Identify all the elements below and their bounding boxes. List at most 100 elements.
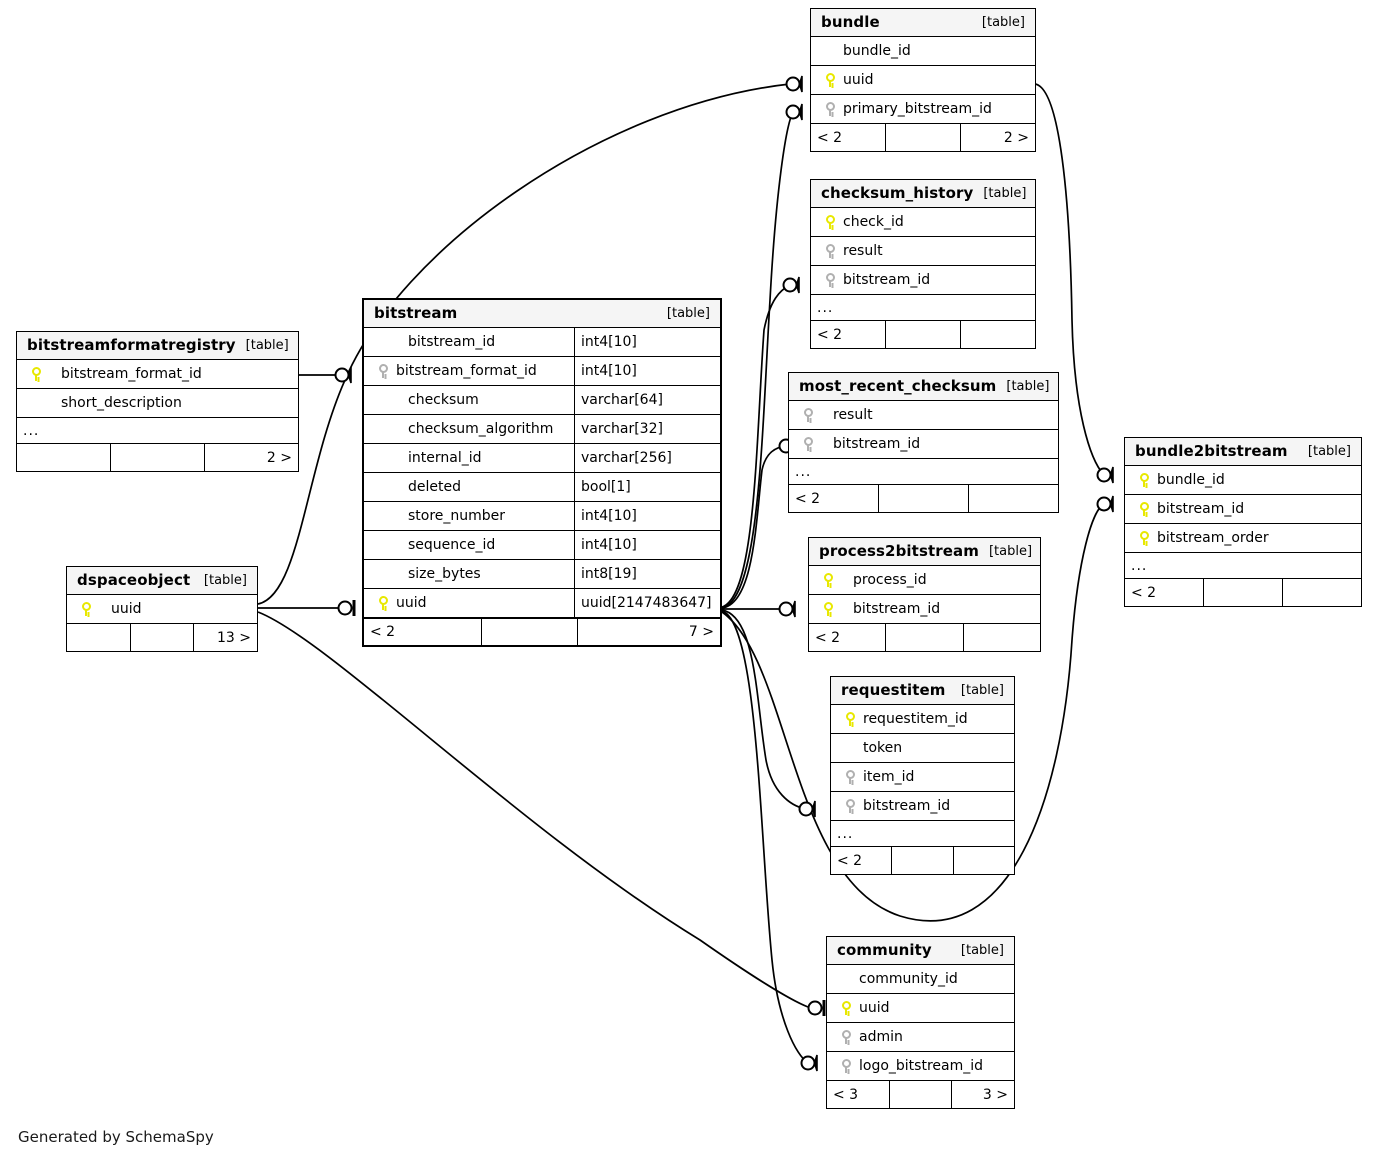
table-row[interactable]: bitstream_id xyxy=(1125,495,1361,524)
table-footer: < 2 xyxy=(811,321,1035,348)
table-row[interactable]: bitstream_id xyxy=(789,430,1058,459)
footer-middle xyxy=(892,847,954,874)
table-bundle2bitstream[interactable]: bundle2bitstream [table] bundle_id bitst… xyxy=(1124,437,1362,607)
table-row[interactable]: short_description xyxy=(17,389,298,418)
column-name: bitstream_id xyxy=(833,436,921,452)
primary-key-icon xyxy=(25,367,47,381)
table-row[interactable]: uuid uuid[2147483647] xyxy=(364,589,720,618)
primary-key-icon xyxy=(835,1001,857,1015)
table-title: bundle2bitstream xyxy=(1135,442,1288,460)
table-row[interactable]: store_number int4[10] xyxy=(364,502,720,531)
column-name: short_description xyxy=(61,395,182,411)
table-row[interactable]: primary_bitstream_id xyxy=(811,95,1035,124)
footer-parents: < 2 xyxy=(1125,579,1204,606)
table-row[interactable]: item_id xyxy=(831,763,1014,792)
table-dspaceobject[interactable]: dspaceobject [table] uuid 13 > xyxy=(66,566,258,652)
table-title: process2bitstream xyxy=(819,542,979,560)
primary-key-icon xyxy=(819,215,841,229)
table-footer: < 2 xyxy=(809,624,1040,651)
foreign-key-icon xyxy=(819,102,841,116)
table-footer: 13 > xyxy=(67,624,257,651)
table-bundle[interactable]: bundle [table] bundle_id uuid primary_bi… xyxy=(810,8,1036,152)
column-name: token xyxy=(863,740,903,756)
generated-by-label: Generated by SchemaSpy xyxy=(18,1128,214,1146)
footer-middle xyxy=(482,619,578,645)
table-title: requestitem xyxy=(841,681,946,699)
table-row[interactable]: bitstream_id xyxy=(811,266,1035,295)
table-row[interactable]: bundle_id xyxy=(811,37,1035,66)
table-row[interactable]: bitstream_format_id xyxy=(17,360,298,389)
table-row[interactable]: bitstream_id xyxy=(831,792,1014,821)
table-row[interactable]: internal_id varchar[256] xyxy=(364,444,720,473)
footer-middle xyxy=(879,485,969,512)
table-footer: < 2 2 > xyxy=(811,124,1035,151)
foreign-key-icon xyxy=(835,1059,857,1073)
table-row[interactable]: bitstream_id xyxy=(809,595,1040,624)
table-row[interactable]: deleted bool[1] xyxy=(364,473,720,502)
footer-children: 2 > xyxy=(1003,129,1029,146)
column-type: int4[10] xyxy=(574,531,720,559)
table-title: checksum_history xyxy=(821,184,974,202)
table-header: bundle2bitstream [table] xyxy=(1125,438,1361,466)
footer-parents: < 2 xyxy=(811,321,886,348)
table-row[interactable]: checksum_algorithm varchar[32] xyxy=(364,415,720,444)
table-header: community [table] xyxy=(827,937,1014,965)
table-title: community xyxy=(837,941,932,959)
table-header: bitstream [table] xyxy=(364,300,720,328)
foreign-key-icon xyxy=(797,437,819,451)
column-name: checksum xyxy=(408,392,479,408)
table-bitstreamformatregistry[interactable]: bitstreamformatregistry [table] bitstrea… xyxy=(16,331,299,472)
footer-middle xyxy=(890,1081,953,1108)
table-row[interactable]: checksum varchar[64] xyxy=(364,386,720,415)
column-name: requestitem_id xyxy=(863,711,968,727)
table-row[interactable]: uuid xyxy=(811,66,1035,95)
table-row[interactable]: result xyxy=(789,401,1058,430)
table-row[interactable]: check_id xyxy=(811,208,1035,237)
column-name: primary_bitstream_id xyxy=(843,101,992,117)
table-row[interactable]: bundle_id xyxy=(1125,466,1361,495)
table-row[interactable]: uuid xyxy=(67,595,257,624)
table-checksum-history[interactable]: checksum_history [table] check_id result… xyxy=(810,179,1036,349)
table-row[interactable]: admin xyxy=(827,1023,1014,1052)
footer-parents: < 2 xyxy=(811,124,886,151)
column-name: admin xyxy=(859,1029,903,1045)
table-requestitem[interactable]: requestitem [table] requestitem_id token… xyxy=(830,676,1015,875)
foreign-key-icon xyxy=(797,408,819,422)
table-process2bitstream[interactable]: process2bitstream [table] process_id bit… xyxy=(808,537,1041,652)
table-header: bitstreamformatregistry [table] xyxy=(17,332,298,360)
table-row[interactable]: logo_bitstream_id xyxy=(827,1052,1014,1081)
table-type-tag: [table] xyxy=(1307,443,1351,459)
column-type: int4[10] xyxy=(574,357,720,385)
table-row[interactable]: bitstream_order xyxy=(1125,524,1361,553)
table-row[interactable]: size_bytes int8[19] xyxy=(364,560,720,589)
table-row[interactable]: token xyxy=(831,734,1014,763)
table-row[interactable]: community_id xyxy=(827,965,1014,994)
table-community[interactable]: community [table] community_id uuid admi… xyxy=(826,936,1015,1109)
table-row[interactable]: bitstream_format_id int4[10] xyxy=(364,357,720,386)
column-name: check_id xyxy=(843,214,904,230)
column-name: bitstream_id xyxy=(853,601,941,617)
table-title: bitstreamformatregistry xyxy=(27,336,236,354)
table-header: requestitem [table] xyxy=(831,677,1014,705)
table-row[interactable]: sequence_id int4[10] xyxy=(364,531,720,560)
footer-middle xyxy=(131,624,195,651)
primary-key-icon xyxy=(817,573,839,587)
footer-parents: < 2 xyxy=(809,624,887,651)
column-name: uuid xyxy=(396,595,427,611)
foreign-key-icon xyxy=(839,799,861,813)
table-row[interactable]: process_id xyxy=(809,566,1040,595)
column-name: checksum_algorithm xyxy=(408,421,554,437)
table-row[interactable]: result xyxy=(811,237,1035,266)
table-bitstream[interactable]: bitstream [table] bitstream_id int4[10] … xyxy=(362,298,722,647)
table-title: bundle xyxy=(821,13,880,31)
footer-children: 2 > xyxy=(266,449,292,466)
table-row[interactable]: requestitem_id xyxy=(831,705,1014,734)
footer-children xyxy=(961,321,1035,348)
primary-key-icon xyxy=(1133,502,1155,516)
table-most-recent-checksum[interactable]: most_recent_checksum [table] result bits… xyxy=(788,372,1059,513)
table-row[interactable]: bitstream_id int4[10] xyxy=(364,328,720,357)
footer-parents xyxy=(67,624,131,651)
table-row[interactable]: uuid xyxy=(827,994,1014,1023)
column-type: int4[10] xyxy=(574,328,720,356)
footer-middle xyxy=(111,444,205,471)
